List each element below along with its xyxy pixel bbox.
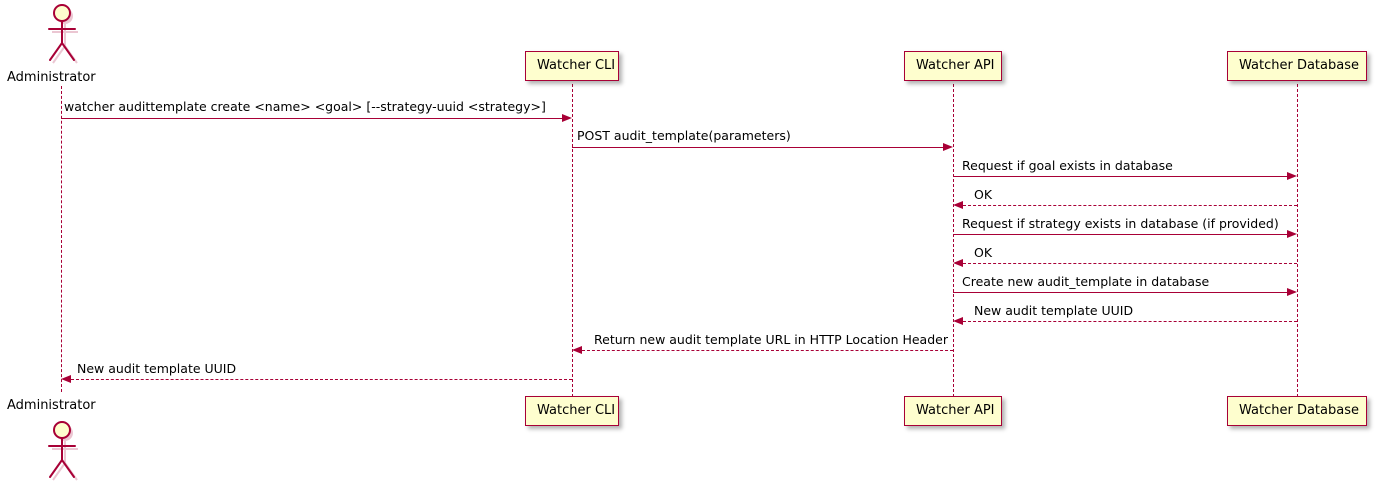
message-label-10: New audit template UUID	[77, 361, 237, 376]
message-arrowhead-9	[572, 345, 582, 354]
message-line-4	[963, 205, 1297, 206]
message-line-3	[953, 176, 1287, 177]
message-label-1: watcher audittemplate create <name> <goa…	[64, 99, 546, 114]
message-label-7: Create new audit_template in database	[962, 274, 1210, 289]
message-label-8: New audit template UUID	[974, 303, 1134, 318]
participant-watcher-cli-top[interactable]: Watcher CLI	[525, 51, 619, 81]
message-arrowhead-7	[1287, 287, 1297, 296]
message-label-3: Request if goal exists in database	[962, 158, 1173, 173]
message-arrowhead-3	[1287, 171, 1297, 180]
message-arrowhead-2	[943, 142, 953, 151]
message-line-2	[572, 147, 943, 148]
message-line-1	[61, 118, 562, 119]
lifeline-watcher-cli	[572, 84, 573, 397]
message-arrowhead-10	[61, 374, 71, 383]
lifeline-watcher-database	[1297, 84, 1298, 397]
message-line-6	[963, 263, 1297, 264]
message-arrowhead-6	[953, 258, 963, 267]
participant-watcher-database-top[interactable]: Watcher Database	[1227, 51, 1367, 81]
actor-administrator-label-bottom: Administrator	[7, 398, 96, 413]
message-arrowhead-4	[953, 200, 963, 209]
message-label-9: Return new audit template URL in HTTP Lo…	[594, 332, 948, 347]
actor-administrator-figure-bottom	[39, 419, 85, 481]
message-label-4: OK	[974, 187, 993, 202]
lifeline-watcher-api	[953, 84, 954, 397]
message-line-7	[953, 292, 1287, 293]
lifeline-administrator	[61, 86, 62, 392]
message-arrowhead-8	[953, 316, 963, 325]
message-line-9	[582, 350, 953, 351]
message-line-5	[953, 234, 1287, 235]
message-arrowhead-5	[1287, 229, 1297, 238]
message-label-6: OK	[974, 245, 993, 260]
participant-watcher-database-bottom[interactable]: Watcher Database	[1227, 396, 1367, 426]
participant-watcher-api-top[interactable]: Watcher API	[904, 51, 1002, 81]
message-line-8	[963, 321, 1297, 322]
message-label-2: POST audit_template(parameters)	[577, 128, 791, 143]
participant-watcher-cli-bottom[interactable]: Watcher CLI	[525, 396, 619, 426]
message-arrowhead-1	[562, 113, 572, 122]
actor-administrator-label-top: Administrator	[7, 70, 96, 85]
actor-administrator-figure-top	[39, 2, 85, 64]
message-label-5: Request if strategy exists in database (…	[962, 216, 1279, 231]
participant-watcher-api-bottom[interactable]: Watcher API	[904, 396, 1002, 426]
message-line-10	[71, 379, 572, 380]
